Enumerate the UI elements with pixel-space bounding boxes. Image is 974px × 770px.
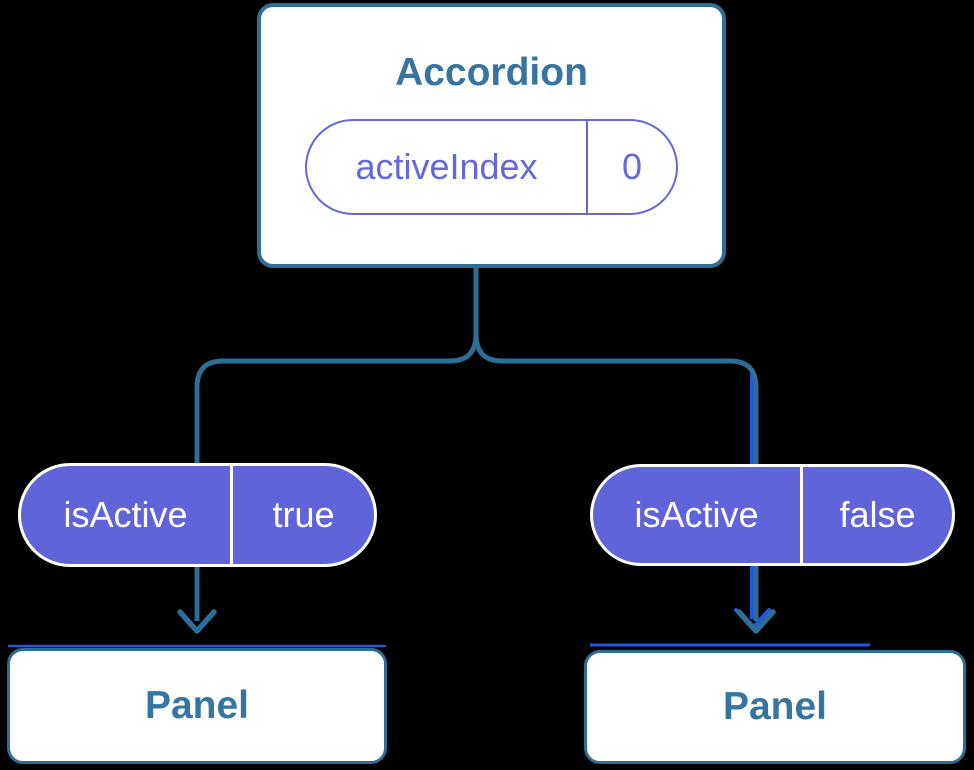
state-pill-name: activeIndex	[307, 121, 588, 213]
prop-pill-right-name: isActive	[593, 467, 803, 563]
panel-box-left: Panel	[7, 648, 387, 764]
accordion-box: Accordion activeIndex 0	[257, 3, 726, 268]
right-branch-line	[473, 266, 759, 621]
panel-left-label: Panel	[144, 684, 250, 727]
panel-box-right: Panel	[584, 650, 966, 764]
accordion-title: Accordion	[395, 51, 588, 94]
prop-pill-right-value: false	[839, 494, 916, 535]
left-branch-line	[194, 266, 479, 621]
prop-pill-left-value: true	[272, 494, 335, 535]
state-pill-value: 0	[621, 146, 643, 187]
panel-right-label: Panel	[722, 685, 828, 728]
state-pill: activeIndex 0	[305, 119, 678, 215]
prop-pill-left: isActive true	[18, 463, 377, 567]
right-arrowhead-icon	[736, 609, 776, 634]
prop-pill-left-name: isActive	[21, 466, 233, 564]
prop-pill-right: isActive false	[590, 464, 955, 566]
left-arrowhead-icon	[177, 609, 217, 634]
